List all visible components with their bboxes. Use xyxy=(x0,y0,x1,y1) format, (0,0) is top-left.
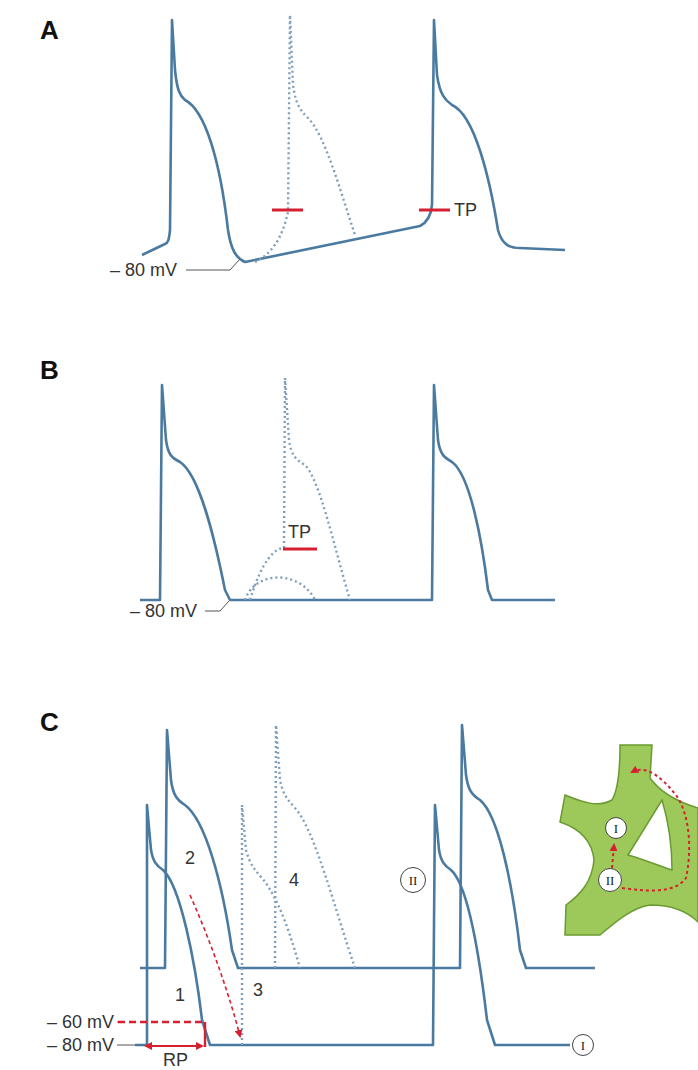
marker-numeral: I xyxy=(614,822,618,835)
callout-number: 2 xyxy=(185,849,195,867)
voltage-label: – 80 mV xyxy=(110,261,177,279)
dotted-potential xyxy=(255,15,355,262)
threshold-bar xyxy=(419,209,450,212)
circle-marker: I xyxy=(572,1034,594,1056)
refractory-arrow xyxy=(190,895,240,1036)
leader-line xyxy=(117,1022,118,1023)
circle-marker: II xyxy=(598,868,622,892)
action-potential xyxy=(140,385,555,600)
threshold-bar xyxy=(272,209,303,212)
reentry-path xyxy=(622,770,689,891)
callout-number: 4 xyxy=(289,871,299,889)
marker-numeral: I xyxy=(581,1039,585,1052)
threshold-label: TP xyxy=(454,201,477,219)
action-potential xyxy=(142,20,565,262)
dotted-potential xyxy=(242,805,300,1045)
rp-tick xyxy=(204,1022,206,1047)
panel-letter: A xyxy=(40,17,59,43)
dotted-potential xyxy=(245,578,315,601)
leader-line xyxy=(186,259,240,270)
circle-marker: I xyxy=(605,817,627,839)
marker-numeral: II xyxy=(606,874,615,887)
fibre-gap xyxy=(628,800,672,870)
dotted-potential xyxy=(275,725,355,968)
threshold-bar xyxy=(283,548,317,551)
panel-letter: C xyxy=(40,709,59,735)
marker-numeral: II xyxy=(409,874,418,887)
panel-letter: B xyxy=(40,357,59,383)
leader-line xyxy=(117,1045,135,1046)
callout-number: 3 xyxy=(253,981,263,999)
reentry-path xyxy=(612,845,614,868)
dotted-potential xyxy=(250,378,350,600)
circle-marker: II xyxy=(400,867,426,893)
action-potential xyxy=(140,725,595,968)
rp-arrow xyxy=(150,1045,202,1047)
voltage-label: – 80 mV xyxy=(47,1036,114,1054)
threshold-dash xyxy=(118,1021,203,1024)
callout-number: 1 xyxy=(175,986,185,1004)
rp-label: RP xyxy=(163,1051,188,1069)
action-potential xyxy=(135,805,570,1045)
voltage-label: – 60 mV xyxy=(47,1013,114,1031)
threshold-label: TP xyxy=(288,523,311,541)
leader-line xyxy=(205,601,229,611)
fibre-branch xyxy=(560,745,698,935)
voltage-label: – 80 mV xyxy=(130,602,197,620)
